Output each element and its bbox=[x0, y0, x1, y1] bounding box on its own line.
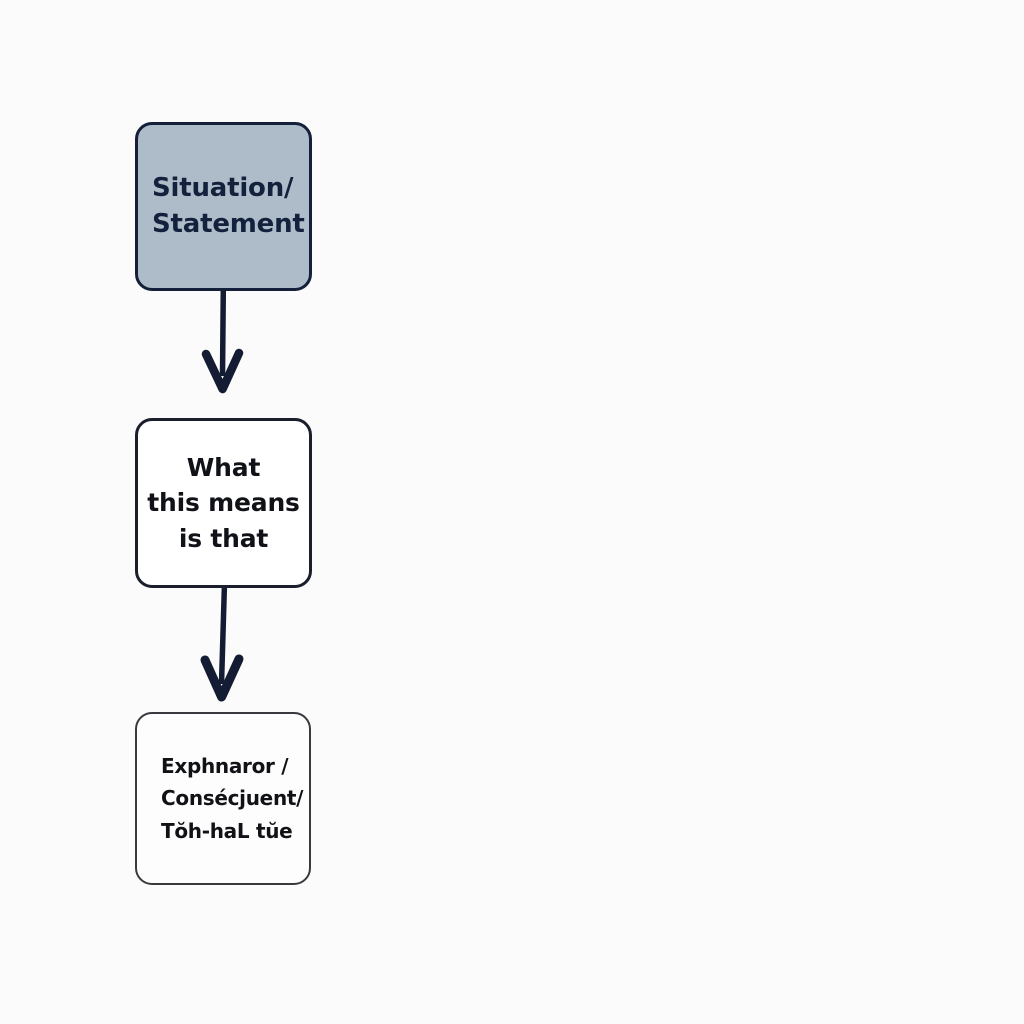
meaning-line-3: is that bbox=[178, 523, 269, 553]
situation-statement-line-2: Statement bbox=[152, 208, 305, 239]
explanation-consequence-node[interactable]: Exphnaror / Consécjuent/ Tŏh-haL tŭe bbox=[135, 712, 311, 885]
meaning-line-1: What bbox=[186, 452, 261, 482]
situation-statement-line-1: Situation/ bbox=[152, 172, 294, 203]
meaning-node[interactable]: What this means is that bbox=[135, 418, 312, 588]
explanation-line-3: Tŏh-haL tŭe bbox=[161, 818, 293, 843]
explanation-line-1: Exphnaror / bbox=[161, 753, 289, 778]
situation-statement-node[interactable]: Situation/ Statement bbox=[135, 122, 312, 291]
explanation-line-2: Consécjuent/ bbox=[161, 786, 304, 811]
meaning-line-2: this means bbox=[147, 488, 300, 518]
